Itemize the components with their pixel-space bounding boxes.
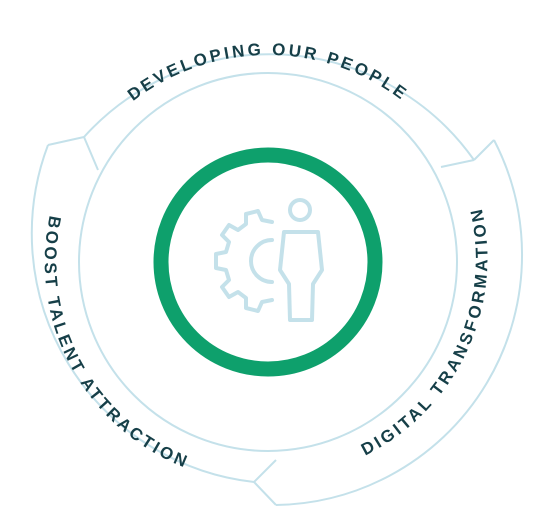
ring-chevron-left — [47, 136, 99, 171]
segment-label-left: BOOST TALENT ATTRACTION — [41, 214, 193, 472]
ring-chevron-right — [440, 139, 495, 168]
center-ring — [153, 147, 383, 377]
ring-segment-top — [83, 53, 475, 161]
gear-hub-icon — [249, 238, 274, 284]
ring-segment-left — [30, 144, 255, 483]
ring-chevron-bottom — [253, 459, 277, 506]
person-head-icon — [288, 198, 312, 222]
inner-ring — [78, 72, 458, 452]
ring-segment-right — [275, 139, 524, 506]
person-with-gear-icon — [214, 198, 324, 322]
person-body-icon — [278, 230, 324, 322]
outer-ring — [30, 53, 524, 506]
segment-label-left-text: BOOST TALENT ATTRACTION — [41, 214, 190, 472]
gear-icon — [214, 209, 274, 313]
